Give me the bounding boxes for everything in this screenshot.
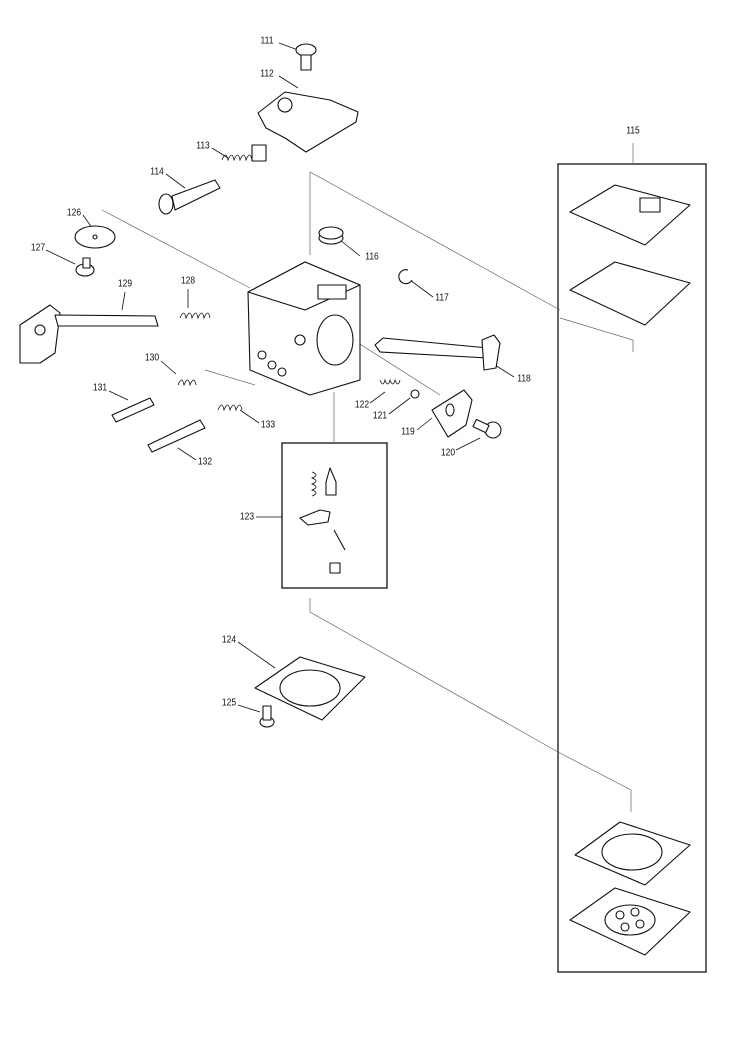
label-119: 119: [401, 426, 415, 438]
part-carburetor-body: [247, 261, 361, 396]
part-117-clip: [398, 269, 413, 285]
part-129-choke-shaft: [19, 304, 159, 364]
part-115-diaphragm-top: [569, 261, 691, 326]
label-123: 123: [239, 511, 255, 523]
label-120: 120: [440, 447, 456, 459]
part-123-needle-valve-kit: [299, 467, 346, 574]
label-126: 126: [66, 207, 82, 219]
part-133-spring: [217, 404, 243, 412]
label-115: 115: [626, 125, 640, 137]
label-111: 111: [260, 35, 274, 47]
part-132-needle: [147, 419, 206, 453]
kit-box-115: [557, 163, 707, 973]
part-124-diaphragm-cover: [254, 656, 366, 721]
part-114-adjusting-screw: [158, 179, 221, 215]
label-133: 133: [260, 419, 276, 431]
label-130: 130: [144, 352, 160, 364]
label-113: 113: [196, 140, 210, 152]
label-118: 118: [517, 373, 531, 385]
part-122-spring: [379, 378, 401, 385]
label-129: 129: [117, 278, 133, 290]
part-115-gasket-top: [569, 184, 691, 246]
guide-lines: [101, 143, 634, 812]
label-121: 121: [372, 410, 388, 422]
label-122: 122: [354, 399, 370, 411]
part-121-ball: [410, 389, 420, 399]
part-127-screw: [75, 257, 95, 277]
leader-lines: [45, 42, 515, 713]
part-119-plate: [431, 389, 473, 438]
label-125: 125: [221, 697, 237, 709]
part-128-spring: [179, 312, 211, 320]
part-112-lever-bracket: [251, 91, 359, 162]
part-111-screw: [295, 43, 317, 71]
label-127: 127: [30, 242, 46, 254]
kit-box-123: [281, 442, 388, 589]
part-118-throttle-shaft: [374, 334, 501, 371]
part-115-diaphragm-bottom: [569, 887, 691, 956]
label-124: 124: [221, 634, 237, 646]
label-114: 114: [150, 166, 164, 178]
part-115-gasket-bottom: [574, 821, 691, 886]
label-116: 116: [365, 251, 379, 263]
label-131: 131: [92, 382, 108, 394]
part-125-screw: [259, 705, 275, 728]
part-113-spring: [221, 154, 253, 162]
part-116-cap: [318, 226, 344, 245]
part-131-needle: [111, 397, 155, 423]
label-128: 128: [180, 275, 196, 287]
part-120-screw: [472, 418, 502, 439]
part-130-spring: [177, 379, 197, 387]
label-112: 112: [260, 68, 274, 80]
label-117: 117: [435, 292, 449, 304]
label-132: 132: [197, 456, 213, 468]
part-126-cap-disc: [74, 225, 116, 249]
